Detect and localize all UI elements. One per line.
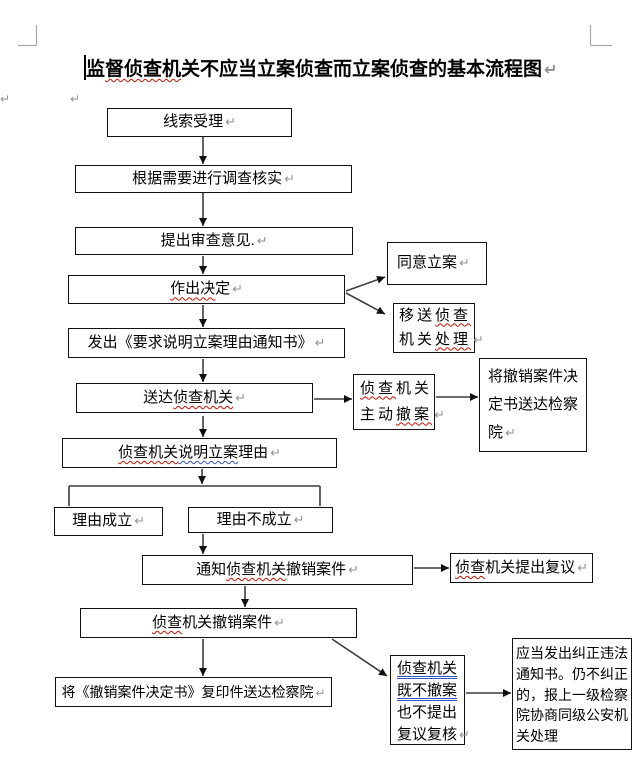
text-segment: 监 [86,59,106,80]
text-segment: 督侦查机 [105,59,182,80]
text-segment: 机关 [396,379,433,397]
text-segment: 发出《要求说明立案理由通知书》 [87,333,313,351]
boundary-mark-top-left [18,25,38,47]
split-connector-valid-invalid [68,485,321,506]
paragraph-mark: ↵ [577,560,588,576]
node-neither-withdraw-nor-appeal[interactable]: 侦查机关既不撤案也不提出复议复核↵ [390,655,470,745]
node-organ-reconsideration[interactable]: 侦查机关提出复议↵ [450,553,593,583]
text-segment: 侦查 [435,306,472,324]
text-segment: 院 [488,424,504,441]
node-organ-explain-reasons[interactable]: 侦查机关说明立案理由↵ [62,438,337,468]
page-boundary-marks [18,25,612,47]
arrow-decide-to-transfer [345,292,386,315]
text-segment: 的，报上一级检察 [516,686,628,703]
arrow-decide-to-agree [345,275,386,292]
text-segment: 侦查机关 [118,443,179,461]
paragraph-mark: ↵ [284,171,295,187]
text-segment: 侦查 [455,558,486,576]
text-segment: 侦查 [360,379,397,397]
node-clue-acceptance[interactable]: 线索受理↵ [107,108,292,137]
text-segment: 复议复核 [397,726,458,743]
text-segment: 理由成立 [72,512,133,530]
node-send-copy-to-procuratorate[interactable]: 将《撤销案件决定书》复印件送达检察院↵ [55,677,332,707]
text-segment: 定 [215,280,231,298]
text-segment: 通知书。仍不纠正 [516,665,628,682]
text-segment: 机关提出复议 [485,558,576,576]
text-segment: 提出审查意见. [160,231,255,249]
text-segment: 关处理 [516,728,558,745]
text-segment: 将撤销案件决 [488,368,579,385]
node-reason-valid[interactable]: 理由成立↵ [54,507,163,536]
node-review-opinion[interactable]: 提出审查意见.↵ [75,227,353,255]
text-segment: 线索受理 [163,113,224,131]
text-segment: 作出决 [170,280,216,298]
paragraph-mark: ↵ [225,115,236,131]
paragraph-mark: ↵ [348,562,359,578]
paragraph-mark: ↵ [270,445,281,461]
node-deliver-to-organ[interactable]: 送达侦查机关↵ [76,383,313,413]
text-segment: 撤案 [396,405,433,423]
text-segment: 侦查 [152,613,183,631]
text-segment: 侦查机关 [397,660,458,677]
text-segment: 移送 [399,306,436,324]
paragraph-mark: ↵ [314,335,326,351]
text-segment: 既不撤案 [397,682,458,699]
text-segment: 关不应当立案侦查而立案侦查的基本流程图 [181,59,543,80]
text-segment: 通知 [196,560,227,578]
node-correction-notice[interactable]: 应当发出纠正违法通知书。仍不纠正的，报上一级检察院协商同级公安机关处理 [512,638,632,750]
paragraph-mark: ↵ [274,615,285,631]
node-organ-withdraw-case[interactable]: 侦查机关撤销案件↵ [80,608,357,638]
node-agree-to-file[interactable]: 同意立案↵ [387,242,487,285]
paragraph-mark: ↵ [473,332,487,348]
text-segment: 将《撤销案件决定书》复印件送达检察院 [61,683,314,700]
text-segment: 院协商同级公安机 [516,707,628,724]
text-cursor [84,55,86,80]
text-segment: 侦查机关 [173,388,234,406]
paragraph-mark: ↵ [459,728,470,743]
text-segment: 侦查机关 [226,560,287,578]
node-transfer-to-organ[interactable]: 移送侦查机关处理↵ [393,303,484,353]
paragraph-mark: ↵ [0,92,11,106]
text-segment: 说明立案 [178,443,239,461]
text-segment: 机关撤销案件 [182,613,273,631]
paragraph-mark: ↵ [315,685,326,700]
arrow-withdraw-to-neither [331,638,388,677]
paragraph-mark: ↵ [70,92,81,106]
paragraph-mark: ↵ [134,514,145,530]
node-make-decision[interactable]: 作出决定↵ [68,275,345,304]
node-reason-invalid[interactable]: 理由不成立↵ [188,507,333,533]
text-segment: 主动 [360,405,397,423]
text-segment: 理由 [238,443,269,461]
paragraph-mark: ↵ [293,512,305,528]
node-notify-withdraw-case[interactable]: 通知侦查机关撤销案件↵ [142,555,413,585]
paragraph-mark: ↵ [235,390,246,406]
paragraph-mark: ↵ [232,282,243,298]
text-segment: 送达 [143,388,174,406]
text-segment: 应当发出纠正违法 [516,645,628,661]
text-segment: 同意立案 [397,254,458,272]
node-send-withdraw-decision[interactable]: 将撤销案件决定书送达检察院↵ [479,358,587,452]
node-organ-voluntary-withdraw[interactable]: 侦查机关主动撤案↵ [353,374,445,430]
text-segment: 定书送达检察 [488,396,579,413]
boundary-mark-top-right [589,25,612,47]
text-segment: 撤销案件 [286,560,347,578]
text-segment: 根据需要进行调查核实 [132,169,283,187]
paragraph-mark: ↵ [505,426,516,441]
text-segment: 机关 [399,330,436,348]
page-title: 监督侦查机关不应当立案侦查而立案侦查的基本流程图↵ [86,54,558,80]
paragraph-mark: ↵ [256,233,268,249]
node-issue-reason-notice[interactable]: 发出《要求说明立案理由通知书》↵ [68,328,345,358]
paragraph-mark: ↵ [544,60,558,79]
text-segment: 处理 [435,330,472,348]
paragraph-mark: ↵ [434,407,448,423]
node-investigate-verify[interactable]: 根据需要进行调查核实↵ [75,165,352,193]
paragraph-mark: ↵ [459,256,470,272]
text-segment: 理由不成立 [216,510,292,528]
text-segment: 也不提出 [397,704,458,721]
